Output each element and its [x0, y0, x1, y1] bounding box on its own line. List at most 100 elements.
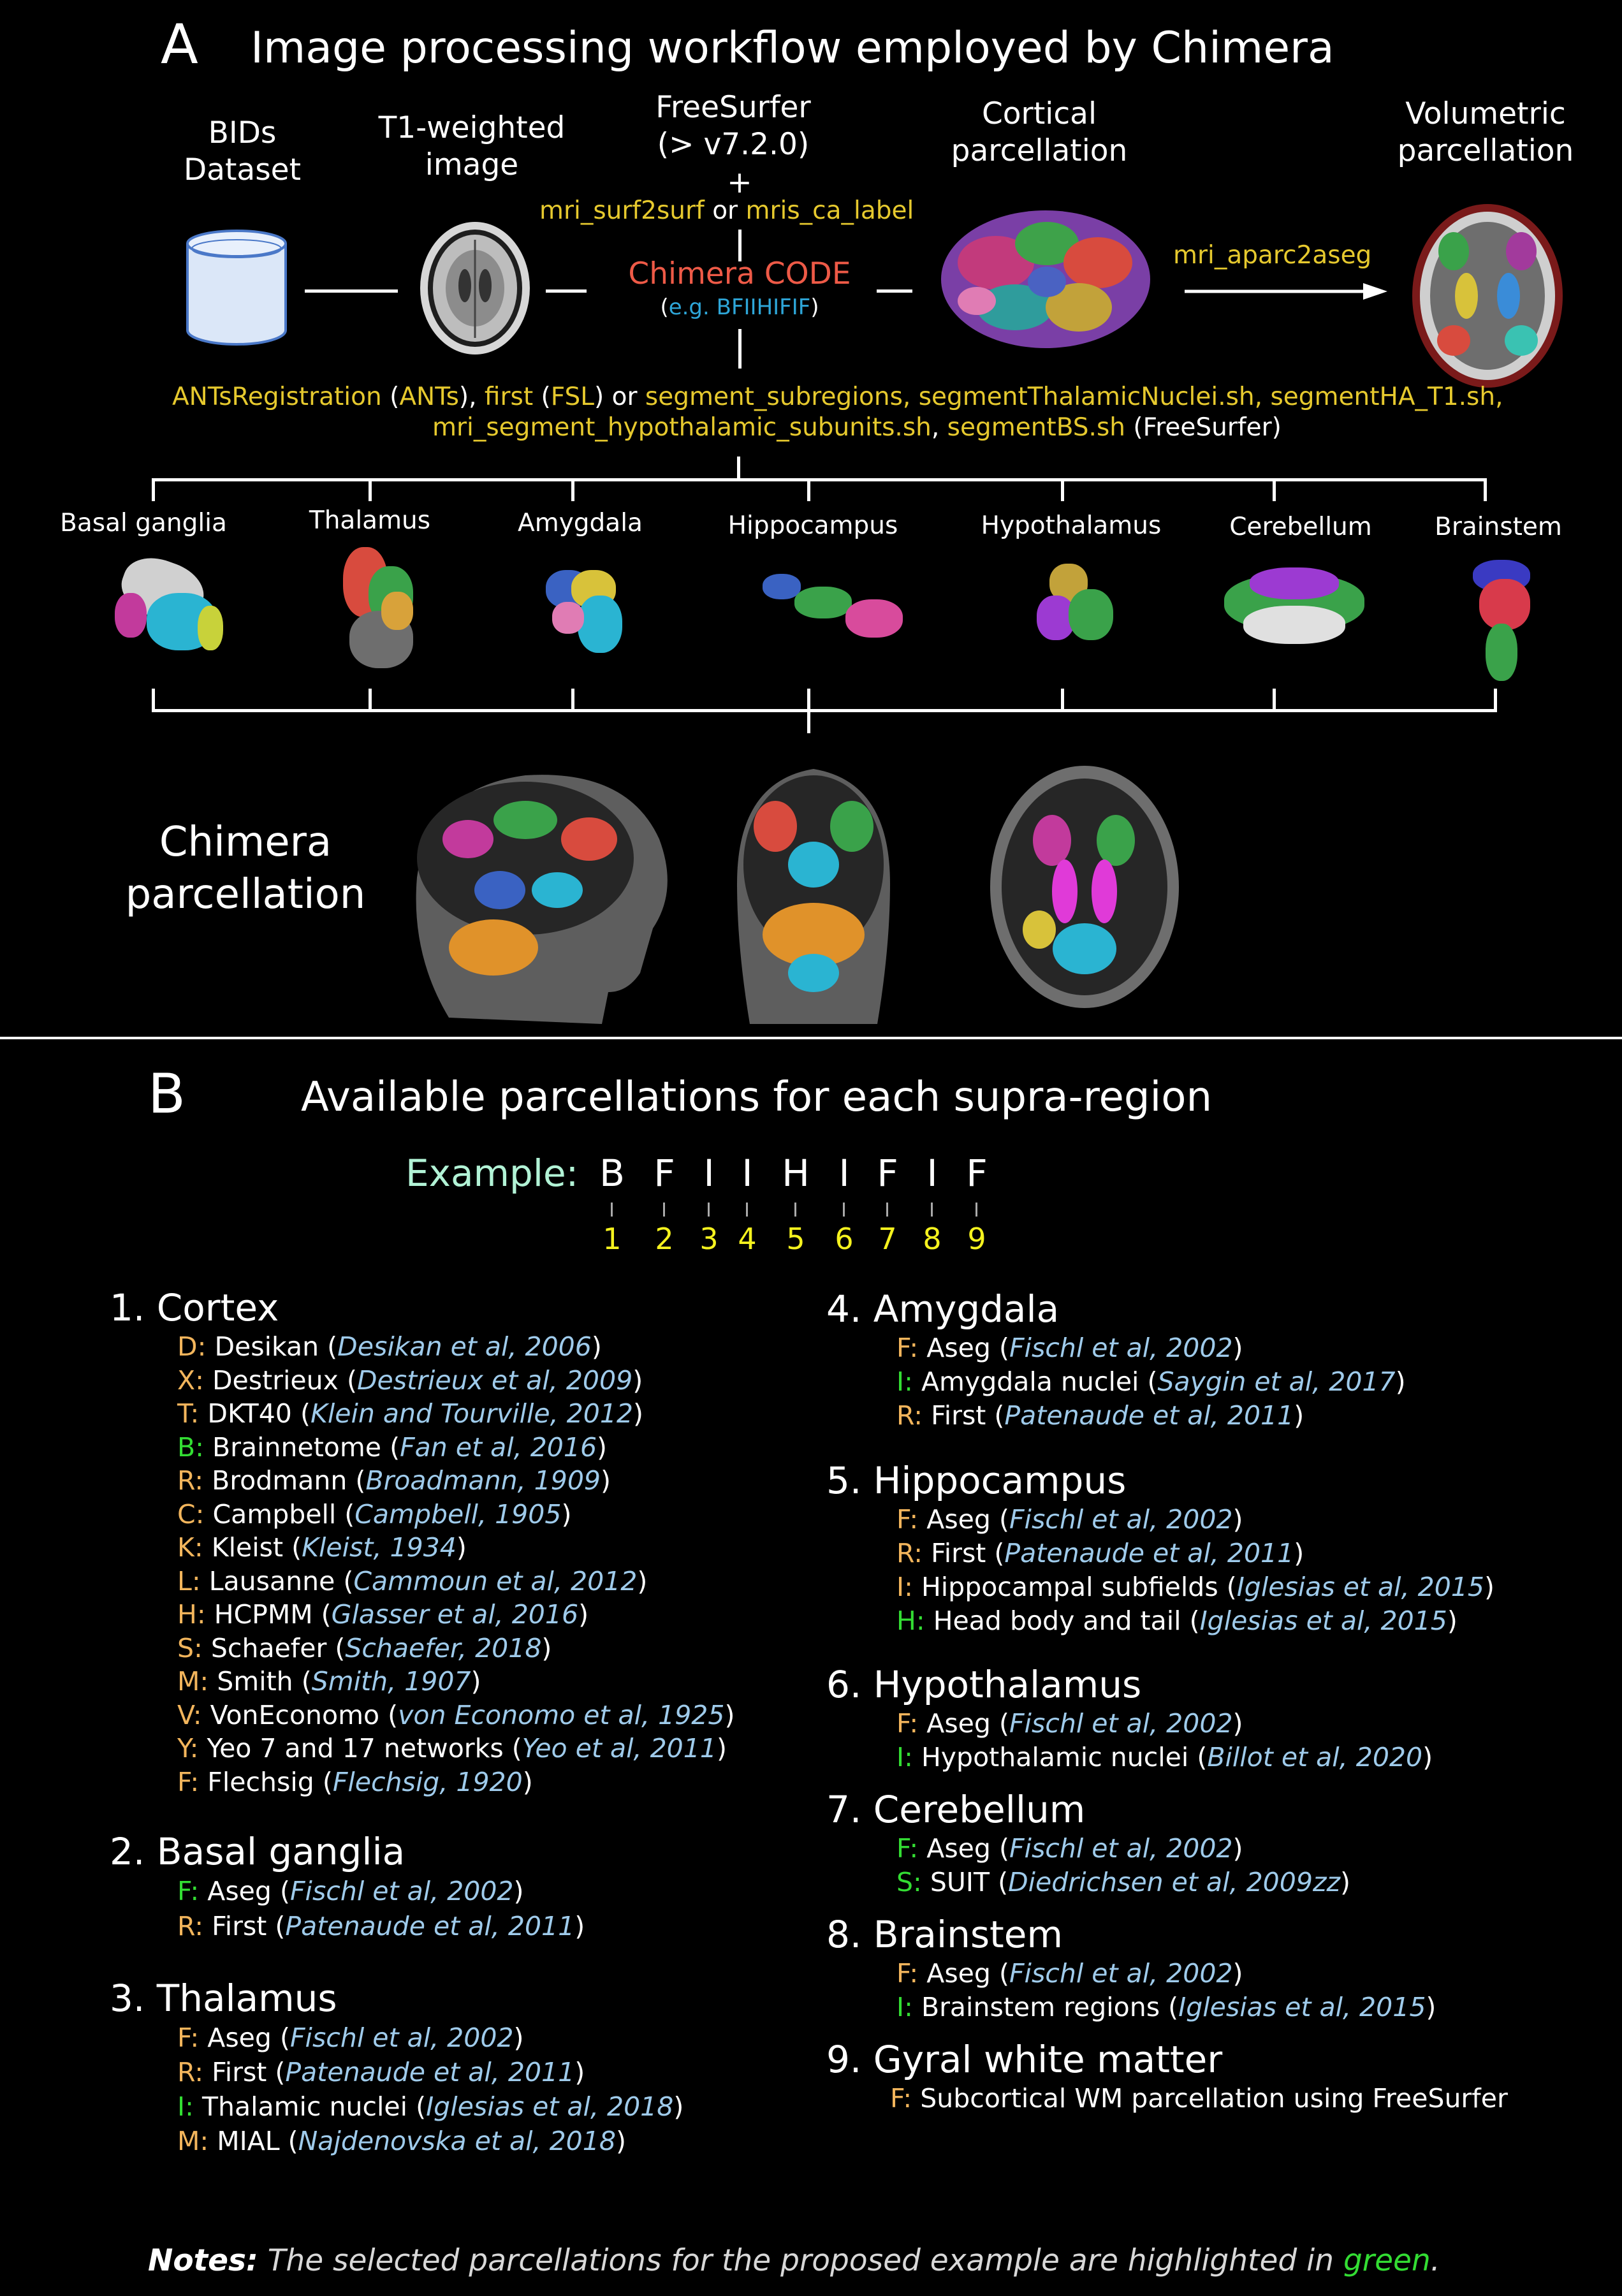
connector-line [738, 230, 742, 261]
example-number: 7 [878, 1222, 897, 1256]
entry-list: F: Aseg (Fischl et al, 2002) I: Hypothal… [826, 1707, 1508, 1774]
entry: X: Destrieux (Destrieux et al, 2009) [177, 1364, 643, 1396]
section-title: 4. Amygdala [826, 1287, 1060, 1331]
entry: I: Hypothalamic nuclei (Billot et al, 20… [896, 1742, 1433, 1773]
sections-left: 1. Cortex D: Desikan (Desikan et al, 200… [110, 1285, 734, 2158]
entry: T: DKT40 (Klein and Tourville, 2012) [177, 1398, 643, 1429]
bracket-tick [1273, 689, 1276, 712]
section-title: 8. Brainstem [826, 1913, 1063, 1956]
region-label: Hippocampus [727, 511, 898, 540]
section-title: 5. Hippocampus [826, 1459, 1127, 1502]
hippocampus-image [756, 567, 907, 650]
entry-list: F: Subcortical WM parcellation using Fre… [826, 2082, 1508, 2116]
amygdala-image [539, 564, 629, 659]
thalamus-image [337, 541, 426, 675]
entry: F: Aseg (Fischl et al, 2002) [896, 1708, 1243, 1739]
example-letter: I [742, 1152, 753, 1195]
bracket-tick [1061, 478, 1064, 501]
entry-list: F: Aseg (Fischl et al, 2002) I: Amygdala… [826, 1331, 1508, 1433]
bracket-tick [571, 478, 574, 501]
section-title: 6. Hypothalamus [826, 1663, 1142, 1706]
panel-a-title: Image processing workflow employed by Ch… [251, 23, 1334, 73]
entry: H: Head body and tail (Iglesias et al, 2… [896, 1605, 1458, 1636]
example-tick [931, 1203, 933, 1217]
bracket-tick [1484, 478, 1487, 501]
bracket-tick [369, 478, 372, 501]
region-label: Cerebellum [1229, 513, 1372, 541]
connector-line [877, 289, 912, 293]
entry: R: First (Patenaude et al, 2011) [896, 1538, 1304, 1568]
t1-brain-image [420, 222, 530, 355]
sections-right: 4. Amygdala F: Aseg (Fischl et al, 2002)… [826, 1287, 1508, 2116]
entry: F: Aseg (Fischl et al, 2002) [177, 1876, 524, 1906]
brainstem-image [1466, 553, 1543, 687]
entry: M: Smith (Smith, 1907) [177, 1666, 481, 1697]
example-number: 3 [699, 1222, 719, 1256]
entry: F: Subcortical WM parcellation using Fre… [890, 2083, 1508, 2114]
surf-tools-line: mri_surf2surf or mris_ca_label [539, 196, 914, 225]
example-letter: I [926, 1152, 938, 1195]
bracket-line [807, 689, 810, 733]
example-letter: H [782, 1152, 810, 1195]
connector-line [546, 289, 587, 293]
example-number: 9 [967, 1222, 986, 1256]
database-icon [186, 230, 287, 346]
bracket-line [152, 478, 1487, 481]
entry: R: First (Patenaude et al, 2011) [177, 1911, 585, 1941]
panel-separator [0, 1037, 1622, 1039]
entry: F: Aseg (Fischl et al, 2002) [896, 1833, 1243, 1864]
example-letter: I [838, 1152, 850, 1195]
panel-b-letter: B [148, 1062, 186, 1126]
example-tick [794, 1203, 796, 1217]
entry: C: Campbell (Campbell, 1905) [177, 1498, 572, 1530]
panel-b-title: Available parcellations for each supra-r… [301, 1074, 1212, 1121]
example-number: 6 [835, 1222, 854, 1256]
example-number: 2 [655, 1222, 674, 1256]
example-tick [708, 1203, 710, 1217]
hypothalamus-image [1030, 557, 1120, 653]
entry-list: F: Aseg (Fischl et al, 2002) R: First (P… [110, 2021, 734, 2158]
region-label: Basal ganglia [60, 509, 227, 537]
section-title: 1. Cortex [110, 1286, 279, 1329]
entry: H: HCPMM (Glasser et al, 2016) [177, 1599, 589, 1630]
example-letter: F [877, 1152, 898, 1195]
entry: F: Flechsig (Flechsig, 1920) [177, 1766, 533, 1797]
example-letter: F [966, 1152, 988, 1195]
arrow-right-icon [1185, 283, 1387, 300]
bracket-tick [571, 689, 574, 712]
entry: B: Brainnetome (Fan et al, 2016) [177, 1431, 608, 1463]
entry: R: First (Patenaude et al, 2011) [896, 1400, 1304, 1431]
bracket-line [152, 709, 1497, 712]
connector-line [305, 289, 398, 293]
entry-list: F: Aseg (Fischl et al, 2002) R: First (P… [826, 1503, 1508, 1638]
region-label: Thalamus [309, 506, 431, 535]
plus-sign: + [727, 165, 752, 200]
entry: Y: Yeo 7 and 17 networks (Yeo et al, 201… [177, 1733, 727, 1764]
entry: S: Schaefer (Schaefer, 2018) [177, 1632, 552, 1664]
entry: M: MIAL (Najdenovska et al, 2018) [177, 2126, 626, 2156]
entry: I: Thalamic nuclei (Iglesias et al, 2018… [177, 2091, 684, 2122]
entry-list: D: Desikan (Desikan et al, 2006) X: Dest… [110, 1330, 734, 1799]
section-title: 9. Gyral white matter [826, 2038, 1223, 2081]
axial-parcellation-image [990, 766, 1179, 1008]
coronal-parcellation-image [737, 769, 890, 1024]
entry: F: Aseg (Fischl et al, 2002) [896, 1333, 1243, 1363]
freesurfer-label: FreeSurfer(> v7.2.0) [655, 90, 811, 162]
sagittal-parcellation-image [416, 775, 668, 1024]
tools-line-2: mri_segment_hypothalamic_subunits.sh, se… [432, 413, 1282, 442]
example-letter: F [654, 1152, 675, 1195]
example-number: 4 [738, 1222, 757, 1256]
connector-line [738, 329, 742, 369]
example-label: Example: [406, 1152, 579, 1195]
region-label: Hypothalamus [981, 511, 1162, 540]
example-tick [663, 1203, 665, 1217]
panel-a-letter: A [161, 13, 198, 77]
bracket-tick [1061, 689, 1064, 712]
bracket-line [737, 457, 740, 479]
example-tick [886, 1203, 888, 1217]
region-label: Brainstem [1435, 513, 1562, 541]
